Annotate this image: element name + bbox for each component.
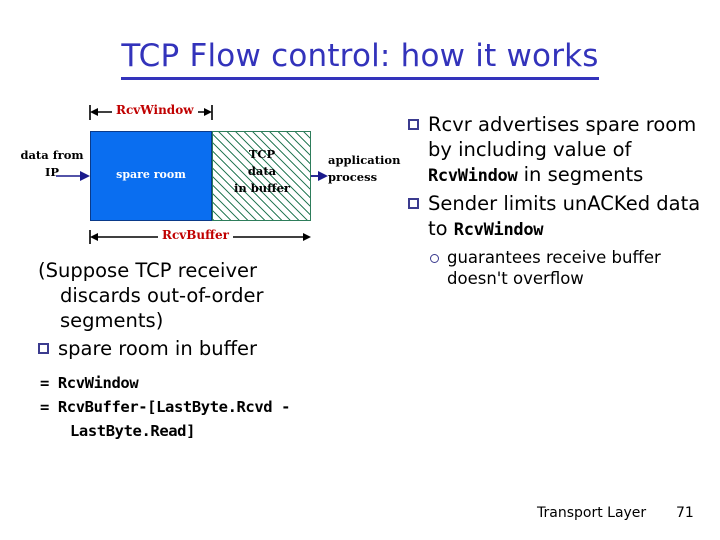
bullet-spare-room-in-buffer: spare room in buffer	[38, 336, 388, 361]
bullet-rcvr-advertises: Rcvr advertises spare room by including …	[408, 112, 708, 189]
square-bullet-icon	[38, 343, 49, 354]
footer-page-number: 71	[676, 505, 694, 521]
suppose-note-line-2: discards out-of-order	[60, 284, 264, 307]
application-process-line-1: application	[328, 153, 401, 167]
right-text-column: Rcvr advertises spare room by including …	[408, 112, 708, 291]
tcp-data-in-buffer-box	[212, 131, 311, 221]
data-from-ip-arrow	[56, 171, 90, 181]
square-bullet-icon	[408, 119, 419, 130]
tcp-data-line-2: data	[247, 164, 277, 178]
bullet-rcvr-advertises-label: Rcvr advertises spare room by including …	[428, 112, 708, 189]
left-text-column: (Suppose TCP receiver discards out-of-or…	[38, 258, 388, 443]
bullet-rcvr-advertises-pre: Rcvr advertises spare room by including …	[428, 113, 697, 161]
rcvbuffer-dimension-label: RcvBuffer	[158, 228, 233, 242]
suppose-note-line-1: (Suppose TCP receiver	[38, 259, 258, 282]
spare-room-box	[90, 131, 212, 221]
rcvwindow-dimension-label: RcvWindow	[112, 103, 198, 117]
spare-room-label: spare room	[116, 168, 186, 181]
tcp-data-line-3: in buffer	[234, 181, 290, 195]
bullet-sender-limits-pre: Sender limits unACKed data to	[428, 192, 701, 240]
application-process-label: application process	[328, 152, 406, 186]
bullet-rcvr-advertises-post: in segments	[517, 163, 644, 186]
data-from-ip-line-2: IP	[44, 165, 60, 179]
subbullet-guarantees-no-overflow-label: guarantees receive buffer doesn't overfl…	[447, 248, 661, 288]
application-process-arrow	[311, 171, 328, 181]
tcp-data-line-1: TCP	[248, 147, 276, 161]
data-from-ip-label: data from IP	[16, 147, 88, 181]
page-title-text: TCP Flow control: how it works	[121, 38, 599, 80]
bullet-sender-limits: Sender limits unACKed data to RcvWindow	[408, 191, 708, 243]
footer-chapter-label: Transport Layer	[537, 505, 647, 521]
subbullet-guarantees-no-overflow: guarantees receive buffer doesn't overfl…	[430, 247, 708, 289]
application-process-line-2: process	[328, 170, 378, 184]
spare-room-equations: = RcvWindow = RcvBuffer-[LastByte.Rcvd -…	[38, 371, 388, 443]
bullet-sender-limits-label: Sender limits unACKed data to RcvWindow	[428, 191, 708, 243]
equation-rcvbuffer-line-1: = RcvBuffer-[LastByte.Rcvd -	[40, 398, 291, 416]
circle-bullet-icon	[430, 254, 439, 263]
equation-rcvbuffer-line-2: LastByte.Read]	[70, 422, 196, 440]
data-from-ip-line-1: data from	[20, 148, 84, 162]
bullet-sender-limits-code: RcvWindow	[453, 220, 544, 240]
bullet-spare-room-in-buffer-label: spare room in buffer	[58, 337, 258, 360]
suppose-note: (Suppose TCP receiver discards out-of-or…	[38, 258, 388, 333]
bullet-rcvr-advertises-code: RcvWindow	[428, 166, 518, 186]
tcp-data-in-buffer-label: TCP data in buffer	[218, 146, 306, 197]
diagram-arrows-layer	[56, 105, 328, 244]
page-title: TCP Flow control: how it works	[0, 38, 720, 80]
suppose-note-line-3: segments)	[60, 309, 164, 332]
square-bullet-icon	[408, 198, 419, 209]
equation-rcvwindow: = RcvWindow	[40, 374, 139, 392]
